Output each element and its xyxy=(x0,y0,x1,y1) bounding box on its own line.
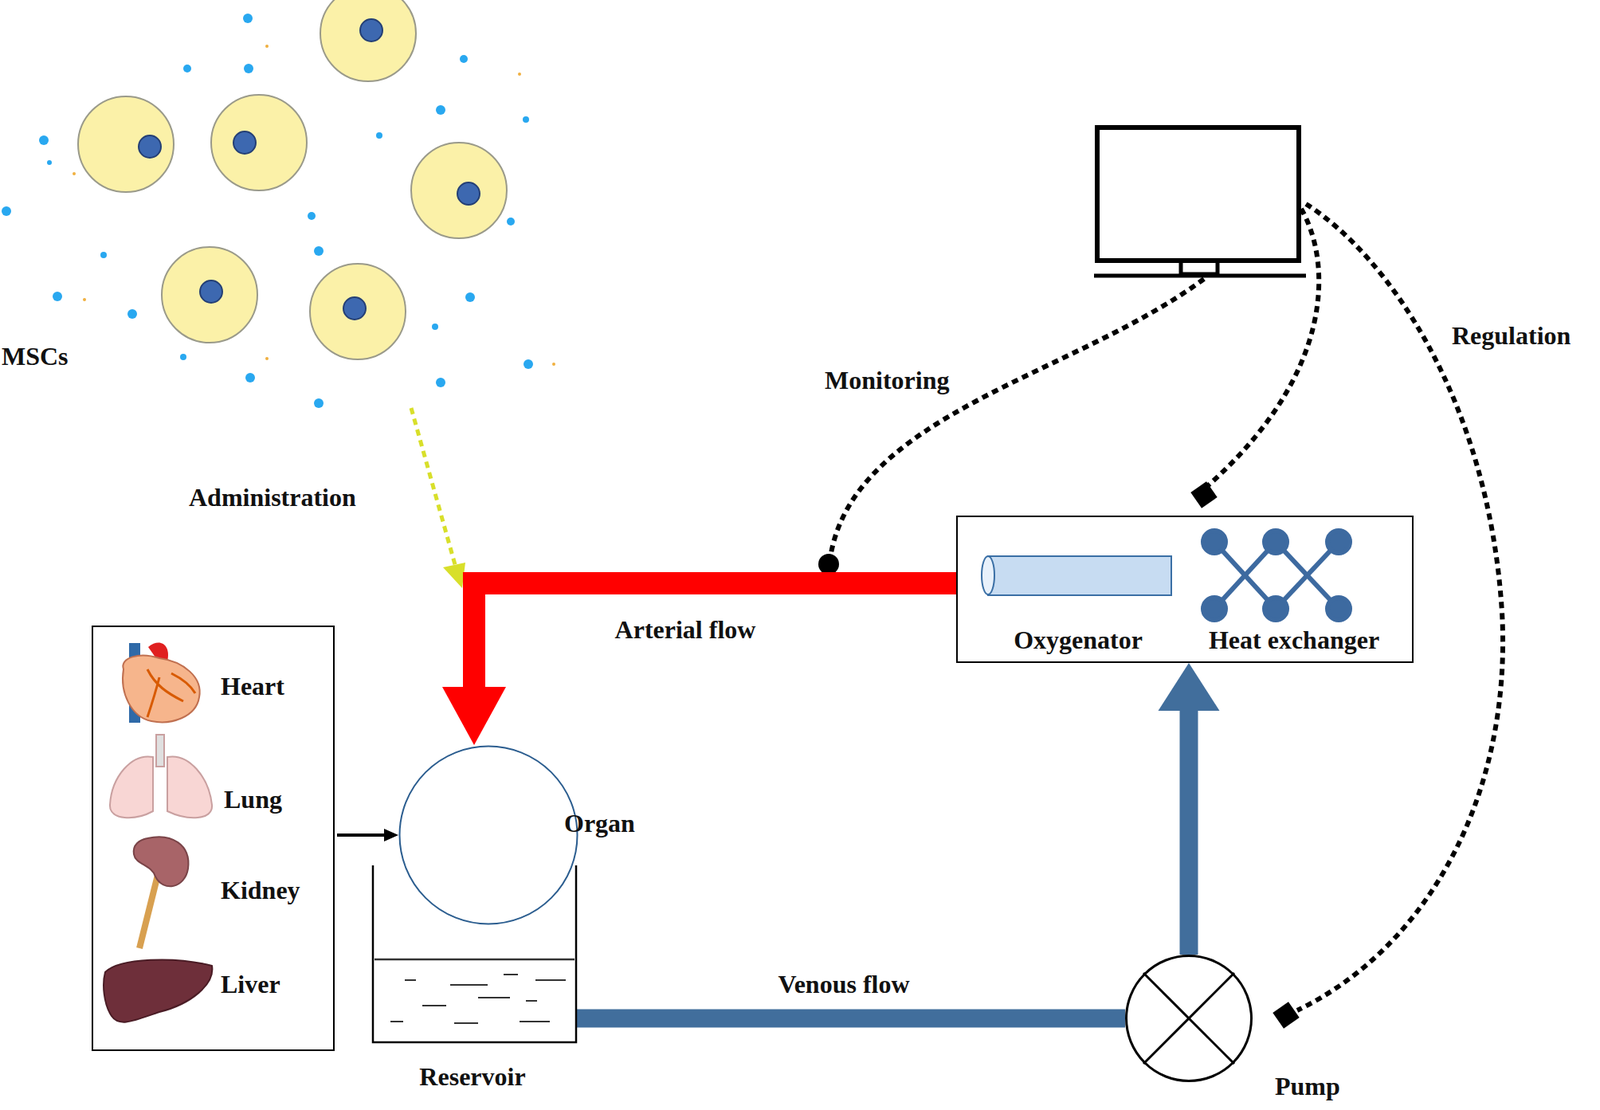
heat-exchanger-label: Heat exchanger xyxy=(1208,626,1380,655)
arterial-flow-label: Arterial flow xyxy=(615,615,757,644)
flow-connector xyxy=(337,828,399,842)
kidney-icon xyxy=(133,836,189,949)
organ-circle: Organ xyxy=(398,745,579,926)
msc-cells xyxy=(1,0,556,408)
monitoring-label: Monitoring xyxy=(824,366,950,395)
control-square xyxy=(1272,1001,1299,1028)
flow-connector xyxy=(1158,662,1220,955)
kidney-label: Kidney xyxy=(220,876,301,905)
administration-label: Administration xyxy=(188,483,357,512)
control-wires xyxy=(830,203,1503,1011)
reservoir-label: Reservoir xyxy=(419,1062,526,1091)
administration-arrow xyxy=(411,407,466,589)
organ-label: Organ xyxy=(564,809,636,838)
venous-flow-label: Venous flow xyxy=(777,970,910,999)
flow-connector xyxy=(442,583,957,746)
oxygenator-label: Oxygenator xyxy=(1013,626,1143,655)
liver-icon xyxy=(103,959,212,1022)
heart-label: Heart xyxy=(220,672,285,701)
organ-circle-outline xyxy=(398,745,579,926)
liver-label: Liver xyxy=(220,970,281,999)
reservoir-outline xyxy=(372,865,577,1044)
monitor-icon xyxy=(1094,127,1306,276)
heart-icon xyxy=(122,642,200,723)
organ-list-box: HeartLungKidneyLiver xyxy=(91,625,335,1051)
pump: Pump xyxy=(1125,954,1253,1083)
oxygenator-icon xyxy=(981,556,1172,596)
flow-connector xyxy=(576,1018,1126,1020)
sensor-dot xyxy=(818,553,840,575)
reservoir-liquid xyxy=(374,959,575,1024)
reservoir: Reservoir xyxy=(372,865,577,1044)
regulation-label: Regulation xyxy=(1451,321,1571,350)
pump-symbol xyxy=(1143,972,1235,1064)
lung-label: Lung xyxy=(223,785,283,814)
msc-label: MSCs xyxy=(1,342,69,371)
lung-icon xyxy=(109,734,212,818)
pump-label: Pump xyxy=(1274,1072,1341,1101)
pump-outline xyxy=(1125,954,1253,1083)
control-square xyxy=(1190,481,1217,508)
equipment-box: Oxygenator Heat exchanger xyxy=(956,515,1414,663)
heat-exchanger-icon xyxy=(1203,530,1350,620)
